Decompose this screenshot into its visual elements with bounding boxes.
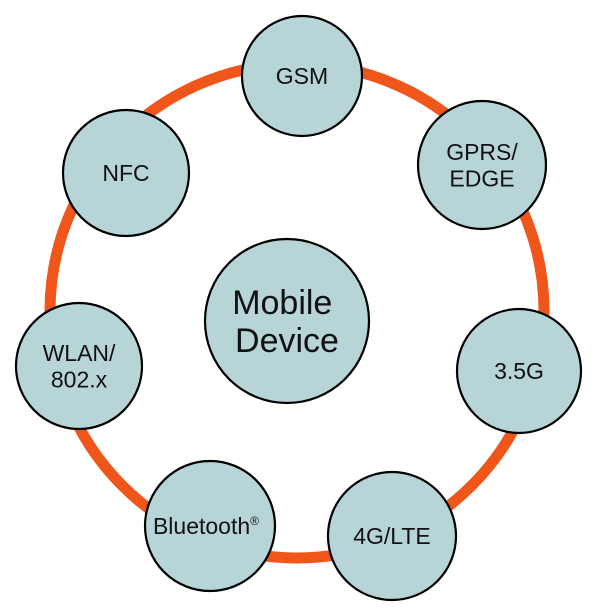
node-gsm-label: GSM: [276, 63, 328, 89]
node-wlan-circle: [14, 301, 144, 431]
node-3-5g-label: 3.5G: [494, 358, 544, 384]
node-4g-lte-label-line-1: 4G/LTE: [353, 523, 431, 549]
node-4g-lte-label: 4G/LTE: [353, 523, 431, 549]
node-nfc-label-line-1: NFC: [102, 160, 149, 186]
center-label-line-2: Device: [235, 322, 339, 360]
node-nfc: NFC: [61, 108, 191, 238]
node-3-5g: 3.5G: [455, 307, 583, 435]
node-3-5g-circle: [455, 307, 583, 435]
center-node-label: Mobile Device: [232, 284, 342, 360]
center-node: Mobile Device: [203, 237, 371, 405]
node-wlan-label: WLAN/802.x: [43, 340, 116, 392]
node-bluetooth-label-line-1: Bluetooth: [153, 513, 250, 539]
node-gsm-circle: [240, 14, 364, 138]
node-3-5g-label-line-1: 3.5G: [494, 358, 544, 384]
node-bluetooth-circle: [143, 459, 277, 593]
node-wlan-label-line-1: WLAN/: [43, 340, 116, 366]
registered-mark: ®: [250, 514, 259, 528]
node-nfc-label: NFC: [102, 160, 149, 186]
center-label-line-1: Mobile: [232, 284, 332, 322]
network-nodes: GSM GPRS/EDGE 3.5G 4G/LTE Bluetooth® WLAN/802…: [14, 14, 583, 602]
node-4g-lte: 4G/LTE: [326, 470, 458, 602]
center-node-circle: [203, 237, 371, 405]
node-gsm: GSM: [240, 14, 364, 138]
node-gprs-edge-label-line-1: GPRS/: [446, 139, 518, 165]
node-4g-lte-circle: [326, 470, 458, 602]
node-gprs-edge-label-line-2: EDGE: [449, 165, 514, 191]
node-bluetooth-label: Bluetooth®: [153, 513, 259, 539]
node-gprs-edge-circle: [416, 99, 548, 231]
node-nfc-circle: [61, 108, 191, 238]
node-gsm-label-line-1: GSM: [276, 63, 328, 89]
node-gprs-edge: GPRS/EDGE: [416, 99, 548, 231]
node-wlan-label-line-2: 802.x: [51, 366, 108, 392]
node-gprs-edge-label: GPRS/EDGE: [446, 139, 518, 191]
node-wlan: WLAN/802.x: [14, 301, 144, 431]
node-bluetooth: Bluetooth®: [143, 459, 277, 593]
